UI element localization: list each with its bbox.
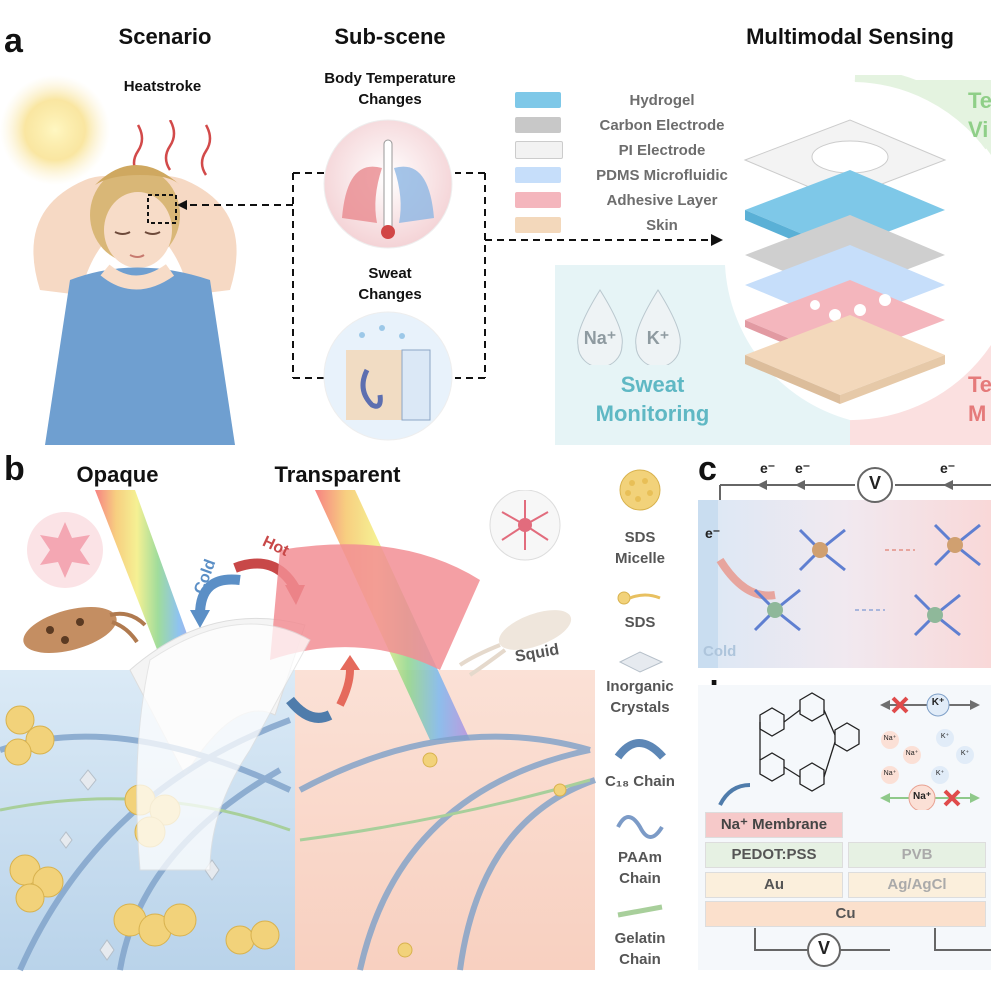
heatstroke-label: Heatstroke <box>100 76 225 97</box>
sodium-ion-label: Na⁺ <box>578 328 622 349</box>
sweat-changes-label-2: Changes <box>330 284 450 305</box>
right-bottom-label-1: Te <box>968 372 991 398</box>
sweat-gland-bubble <box>322 310 454 442</box>
body-temp-label-2: Changes <box>290 89 490 110</box>
key-paam-chain-2: Chain <box>590 869 690 889</box>
small-ion-6: K⁺ <box>932 769 948 777</box>
pvb-layer: PVB <box>848 842 986 868</box>
electron-label-1: e⁻ <box>760 460 775 477</box>
panel-b-letter: b <box>4 450 25 489</box>
small-ion-3: Na⁺ <box>904 749 920 757</box>
opaque-label: Opaque <box>55 462 180 488</box>
right-top-label-2: Vi <box>968 117 988 143</box>
electron-label-2: e⁻ <box>795 460 810 477</box>
pedot-layer: PEDOT:PSS <box>705 842 843 868</box>
sweat-drops-icon <box>570 285 690 365</box>
sensor-layer-stack <box>740 115 950 405</box>
electron-label-4: e⁻ <box>705 525 720 542</box>
au-layer: Au <box>705 872 843 898</box>
key-paam-chain-1: PAAm <box>590 848 690 868</box>
na-ion-passing: Na⁺ <box>910 791 934 802</box>
scenario-header: Scenario <box>90 24 240 50</box>
cu-layer: Cu <box>705 901 986 927</box>
key-sds-micelle-2: Micelle <box>590 549 690 569</box>
body-temp-label-1: Body Temperature <box>290 68 490 89</box>
key-crystals-1: Inorganic <box>590 677 690 697</box>
key-gelatin-chain-2: Chain <box>590 950 690 970</box>
sweat-monitoring-label-1: Sweat <box>565 372 740 398</box>
key-sds-micelle-1: SDS <box>590 528 690 548</box>
right-bottom-label-2: M <box>968 401 986 427</box>
panel-a-letter: a <box>4 22 23 61</box>
small-ion-2: K⁺ <box>937 732 953 740</box>
potassium-ion-label: K⁺ <box>636 328 680 349</box>
key-c18-chain: C₁₈ Chain <box>590 772 690 792</box>
key-crystals-2: Crystals <box>590 698 690 718</box>
na-membrane-layer: Na⁺ Membrane <box>705 812 843 838</box>
small-ion-4: K⁺ <box>957 749 973 757</box>
transparent-label: Transparent <box>255 462 420 488</box>
key-gelatin-chain-1: Gelatin <box>590 929 690 949</box>
body-temperature-bubble <box>322 118 454 250</box>
voltmeter-d-label: V <box>816 938 832 959</box>
panel-d-circuit <box>740 926 991 976</box>
small-ion-5: Na⁺ <box>882 769 898 777</box>
k-ion-blocked: K⁺ <box>928 697 948 708</box>
small-ion-1: Na⁺ <box>882 734 898 742</box>
cold-electrode-label: Cold <box>703 643 736 660</box>
right-top-label-1: Te <box>968 88 991 114</box>
electron-label-3: e⁻ <box>940 460 955 477</box>
hydrogel-illustration <box>0 490 600 990</box>
sweat-monitoring-label-2: Monitoring <box>565 401 740 427</box>
sensing-header: Multimodal Sensing <box>720 24 980 50</box>
agcl-layer: Ag/AgCl <box>848 872 986 898</box>
voltmeter-c-label: V <box>866 473 884 494</box>
panel-c-diagram <box>695 460 991 670</box>
subscene-header: Sub-scene <box>300 24 480 50</box>
sweat-changes-label-1: Sweat <box>330 263 450 284</box>
key-sds: SDS <box>590 613 690 633</box>
